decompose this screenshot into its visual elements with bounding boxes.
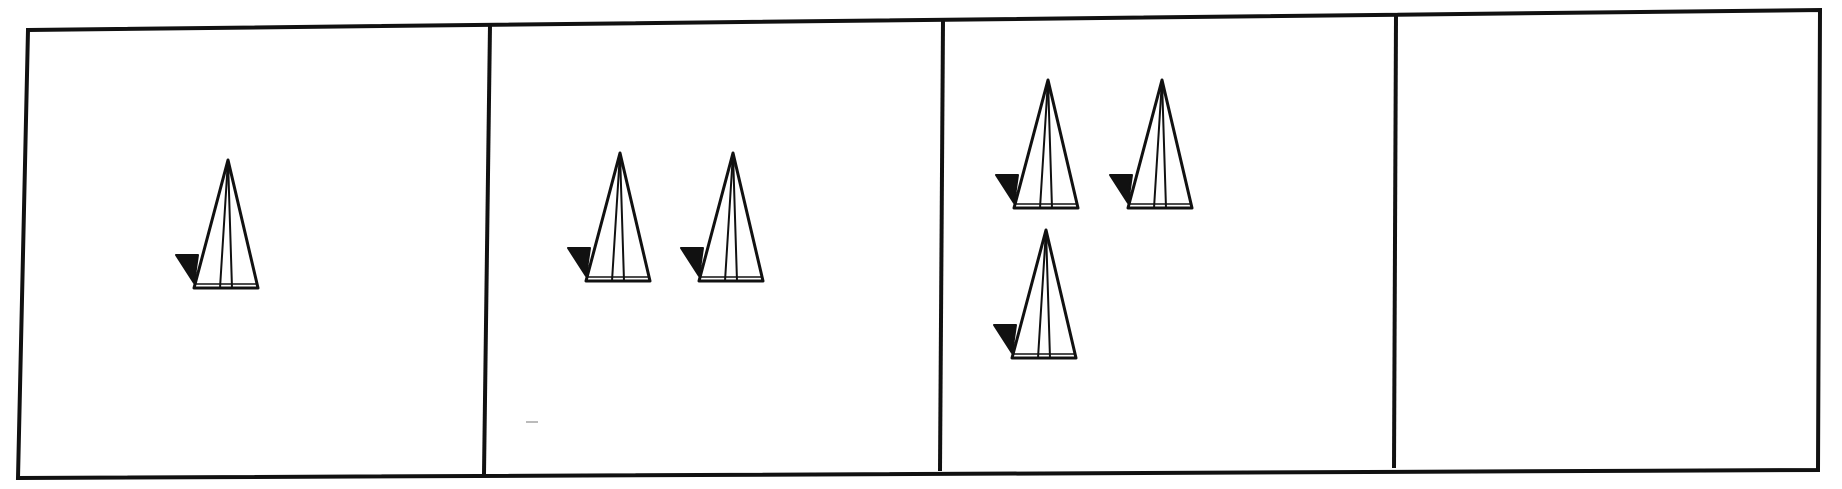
pyramid-icon — [995, 78, 1080, 210]
pyramid-icon — [1109, 78, 1194, 210]
panel-divider-3 — [1392, 14, 1398, 469]
pyramid-icon — [680, 151, 765, 283]
pyramid-icon — [175, 158, 260, 290]
pyramid-icon — [993, 228, 1078, 360]
panel-3 — [993, 78, 1194, 360]
pyramid-icon — [567, 151, 652, 283]
panel-divider-1 — [482, 24, 492, 475]
panel-2 — [567, 151, 765, 283]
panel-divider-2 — [938, 19, 945, 472]
panel-1 — [175, 158, 260, 290]
outer-frame — [15, 7, 1823, 481]
